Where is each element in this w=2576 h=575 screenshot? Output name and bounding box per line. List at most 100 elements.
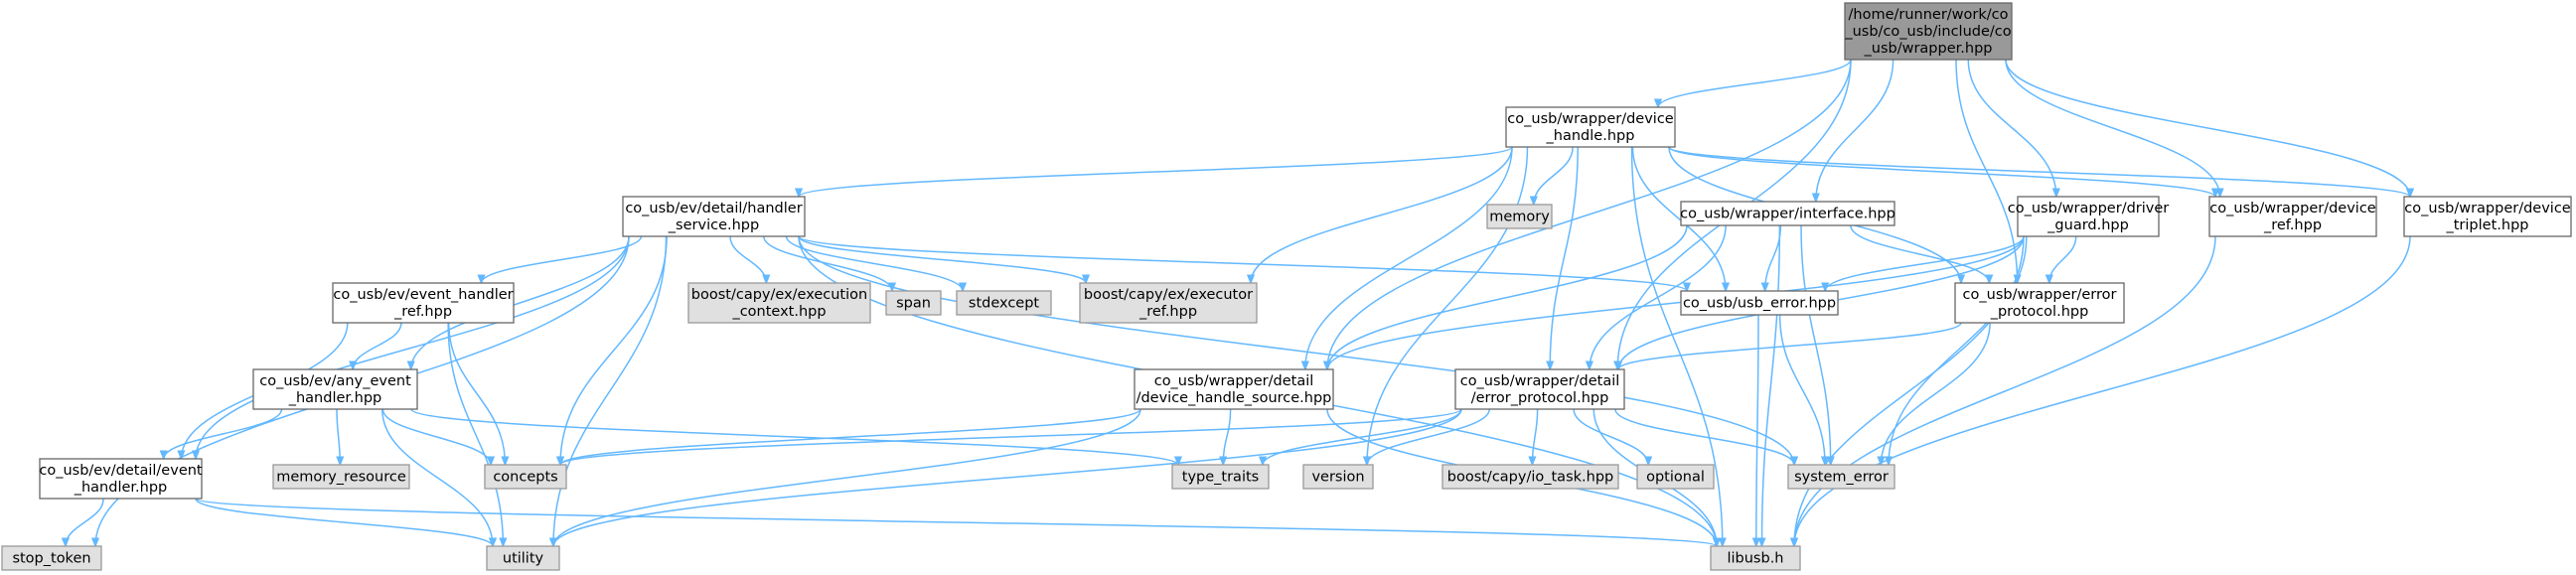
node-box-system_error — [1787, 464, 1895, 490]
edge-detail_error_protocol-to-io_task — [1532, 408, 1539, 465]
edge-handler_service-to-span — [763, 235, 892, 291]
edge-root-to-device_handle_source — [1327, 59, 1852, 369]
edge-device_handle-to-detail_error_protocol — [1550, 146, 1579, 369]
node-label-root-line-2: _usb/wrapper.hpp — [1864, 41, 1993, 57]
node-any_event_handler[interactable]: co_usb/ev/any_event_handler.hpp — [252, 368, 418, 410]
node-label-handler_service-line-0: co_usb/ev/detail/handler — [625, 201, 802, 216]
node-device_handle_source[interactable]: co_usb/wrapper/detail/device_handle_sour… — [1134, 368, 1334, 410]
edge-device_handle-to-device_triplet — [1668, 146, 2410, 198]
node-box-memory_resource — [272, 464, 410, 490]
node-box-detail_error_protocol — [1454, 368, 1625, 410]
node-label-any_event_handler-line-0: co_usb/ev/any_event — [259, 373, 411, 389]
node-label-execution_context-line-1: _context.hpp — [731, 304, 826, 320]
edge-handler_service-to-executor_ref — [798, 235, 1086, 283]
node-label-handler_service-line-1: _service.hpp — [668, 217, 759, 233]
node-box-detail_event_handler — [39, 458, 203, 500]
edge-handler_service-to-utility — [553, 235, 668, 546]
node-device_ref[interactable]: co_usb/wrapper/device_ref.hpp — [2208, 196, 2377, 237]
edge-device_handle-to-device_ref — [1668, 146, 2215, 198]
edge-event_handler_ref-to-any_event_handler — [353, 322, 402, 369]
node-label-device_ref-line-0: co_usb/wrapper/device — [2209, 201, 2376, 216]
node-box-io_task — [1441, 464, 1619, 490]
node-label-detail_error_protocol-line-1: /error_protocol.hpp — [1471, 390, 1609, 406]
node-label-memory_resource-line-0: memory_resource — [276, 470, 406, 486]
node-label-device_handle-line-0: co_usb/wrapper/device — [1507, 111, 1674, 127]
node-label-span-line-0: span — [896, 296, 931, 312]
node-error_protocol[interactable]: co_usb/wrapper/error_protocol.hpp — [1954, 282, 2125, 324]
node-label-root-line-1: _usb/co_usb/include/co — [1844, 24, 2011, 40]
node-box-device_handle — [1505, 106, 1676, 148]
node-box-stdexcept — [956, 290, 1052, 316]
node-handler_service[interactable]: co_usb/ev/detail/handler_service.hpp — [622, 196, 806, 237]
edge-handler_service-to-usb_error — [798, 235, 1687, 292]
node-stdexcept: stdexcept — [956, 290, 1052, 316]
node-label-any_event_handler-line-1: _handler.hpp — [288, 390, 382, 406]
node-driver_guard[interactable]: co_usb/wrapper/driver_guard.hpp — [2008, 196, 2170, 237]
edge-root-to-device_handle — [1658, 59, 1852, 107]
edge-interface-to-error_protocol — [1850, 224, 1989, 283]
node-box-version — [1302, 464, 1374, 490]
node-box-interface — [1680, 201, 1895, 226]
edge-root-to-device_triplet — [2005, 59, 2410, 197]
node-device_handle[interactable]: co_usb/wrapper/device_handle.hpp — [1505, 106, 1676, 148]
node-utility: utility — [486, 545, 560, 571]
edge-detail_error_protocol-to-utility — [553, 408, 1462, 546]
node-box-libusb — [1710, 545, 1801, 571]
node-label-event_handler_ref-line-0: co_usb/ev/event_handler — [333, 287, 513, 303]
node-label-device_handle_source-line-0: co_usb/wrapper/detail — [1154, 373, 1314, 389]
edge-detail_error_protocol-to-version — [1367, 408, 1490, 465]
edge-event_handler_ref-to-concepts — [448, 322, 506, 465]
edge-root-to-device_ref — [2005, 59, 2220, 197]
node-detail_error_protocol[interactable]: co_usb/wrapper/detail/error_protocol.hpp — [1454, 368, 1625, 410]
node-label-error_protocol-line-1: _protocol.hpp — [1990, 304, 2089, 320]
node-label-device_ref-line-1: _ref.hpp — [2263, 217, 2322, 233]
edge-usb_error-to-system_error — [1778, 314, 1825, 465]
node-label-usb_error-line-0: co_usb/usb_error.hpp — [1683, 296, 1836, 312]
node-box-handler_service — [622, 196, 806, 237]
node-device_triplet[interactable]: co_usb/wrapper/device_triplet.hpp — [2403, 196, 2572, 237]
edge-any_event_handler-to-utility — [381, 408, 493, 546]
node-label-memory-line-0: memory — [1489, 210, 1550, 225]
node-label-execution_context-line-0: boost/capy/ex/execution — [691, 287, 867, 303]
edge-driver_guard-to-usb_error — [1825, 235, 2025, 291]
node-label-detail_event_handler-line-0: co_usb/ev/detail/event — [39, 463, 203, 479]
node-usb_error[interactable]: co_usb/usb_error.hpp — [1680, 290, 1839, 316]
node-root[interactable]: /home/runner/work/co_usb/co_usb/include/… — [1844, 2, 2013, 61]
node-interface[interactable]: co_usb/wrapper/interface.hpp — [1680, 201, 1895, 226]
edge-interface-to-system_error — [1800, 224, 1831, 465]
node-label-device_handle_source-line-1: /device_handle_source.hpp — [1136, 390, 1332, 406]
node-detail_event_handler[interactable]: co_usb/ev/detail/event_handler.hpp — [39, 458, 203, 500]
node-optional: optional — [1636, 464, 1715, 490]
node-label-utility-line-0: utility — [503, 551, 544, 567]
edge-device_handle-to-memory — [1534, 146, 1574, 205]
edge-device_handle-to-usb_error — [1631, 146, 1727, 291]
edge-interface-to-detail_error_protocol — [1590, 224, 1727, 369]
edge-detail_error_protocol-to-concepts — [560, 408, 1462, 466]
node-memory_resource: memory_resource — [272, 464, 410, 490]
edge-detail_event_handler-to-utility — [195, 498, 493, 546]
node-label-io_task-line-0: boost/capy/io_task.hpp — [1447, 470, 1613, 486]
edge-device_handle-to-executor_ref — [1251, 146, 1513, 283]
edge-usb_error-to-libusb — [1756, 314, 1758, 546]
edge-handler_service-to-detail_event_handler — [196, 235, 630, 459]
node-box-execution_context — [687, 282, 871, 324]
node-label-error_protocol-line-0: co_usb/wrapper/error — [1963, 287, 2117, 303]
edge-detail_error_protocol-to-type_traits — [1263, 408, 1462, 465]
edge-handler_service-to-concepts — [560, 235, 668, 465]
edge-any_event_handler-to-concepts — [381, 408, 491, 465]
node-label-detail_error_protocol-line-0: co_usb/wrapper/detail — [1460, 373, 1620, 389]
node-stop_token: stop_token — [1, 545, 102, 571]
edge-device_handle_source-to-concepts — [560, 408, 1141, 466]
node-box-usb_error — [1680, 290, 1839, 316]
node-libusb: libusb.h — [1710, 545, 1801, 571]
edge-device_handle_source-to-type_traits — [1223, 408, 1232, 465]
node-system_error: system_error — [1787, 464, 1895, 490]
node-box-driver_guard — [2017, 196, 2160, 237]
node-event_handler_ref[interactable]: co_usb/ev/event_handler_ref.hpp — [332, 282, 515, 324]
edge-error_protocol-to-system_error — [1881, 322, 1991, 465]
edge-interface-to-device_handle_source — [1327, 224, 1688, 369]
node-label-optional-line-0: optional — [1646, 470, 1705, 486]
node-box-memory — [1486, 204, 1553, 229]
edge-any_event_handler-to-detail_event_handler — [164, 408, 283, 459]
